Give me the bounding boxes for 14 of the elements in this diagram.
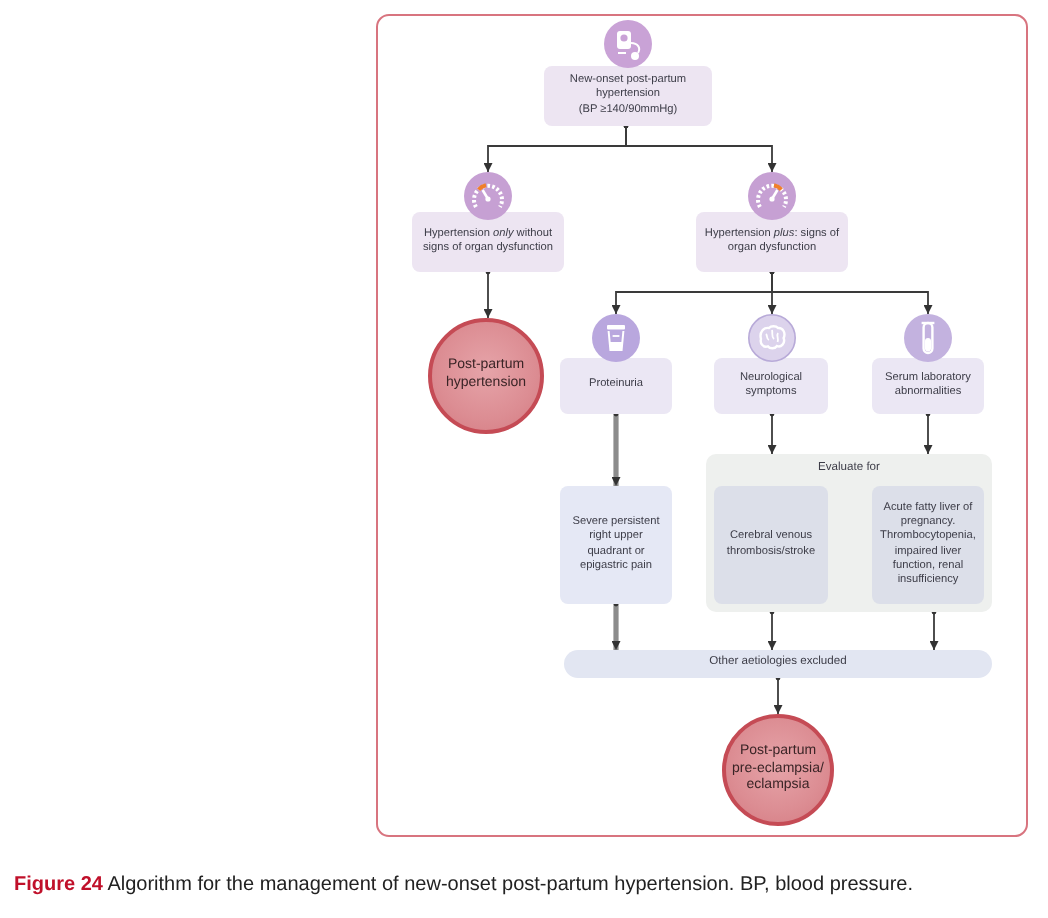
group-panel bbox=[706, 454, 992, 612]
arrow bbox=[483, 269, 493, 319]
arrow bbox=[767, 609, 777, 651]
arrow bbox=[769, 269, 933, 315]
arrow bbox=[923, 411, 933, 455]
arrow bbox=[767, 411, 777, 455]
arrow bbox=[773, 675, 783, 715]
arrow bbox=[611, 601, 621, 650]
figure-caption: Figure 24 Algorithm for the management of new-onset post-partum hypertension. BP, blood pressure. bbox=[14, 874, 914, 896]
arrow bbox=[623, 123, 777, 173]
arrow bbox=[929, 609, 939, 651]
process-box bbox=[560, 486, 672, 604]
process-bar bbox=[564, 650, 992, 678]
arrow bbox=[611, 411, 621, 486]
